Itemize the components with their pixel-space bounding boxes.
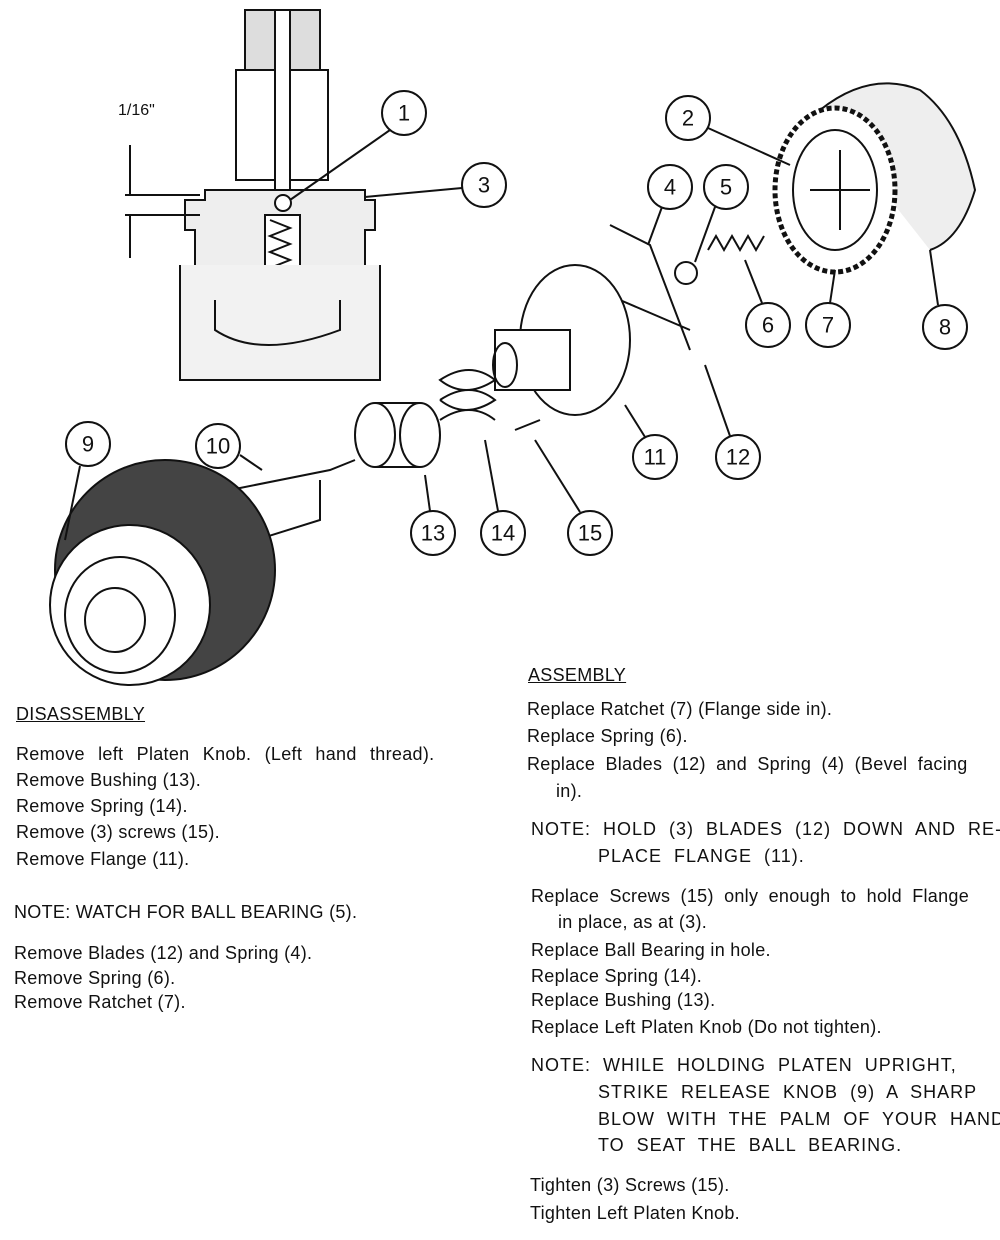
callout-12: 12: [704, 364, 761, 480]
svg-text:13: 13: [421, 521, 445, 546]
callout-14: 14: [480, 439, 526, 556]
assembly-heading: ASSEMBLY: [528, 665, 627, 685]
svg-text:4: 4: [664, 175, 676, 200]
assembly-step: Tighten Left Platen Knob.: [530, 1203, 740, 1223]
callout-1: 1: [289, 90, 427, 201]
disassembly-step: Remove Ratchet (7).: [14, 992, 186, 1012]
callout-13: 13: [410, 474, 456, 556]
svg-text:6: 6: [762, 313, 774, 338]
svg-text:3: 3: [478, 173, 490, 198]
platen-knob-drawing: [49, 459, 356, 686]
callout-4: 4: [647, 164, 693, 246]
svg-text:15: 15: [578, 521, 602, 546]
assembly-note: PLACE FLANGE (11).: [598, 846, 805, 866]
svg-text:14: 14: [491, 521, 515, 546]
disassembly-heading: DISASSEMBLY: [16, 704, 146, 724]
callout-10: 10: [195, 423, 263, 471]
svg-text:10: 10: [206, 434, 230, 459]
assembly-note: TO SEAT THE BALL BEARING.: [598, 1135, 903, 1155]
callout-6: 6: [744, 259, 791, 348]
assembly-note: NOTE: WHILE HOLDING PLATEN UPRIGHT,: [531, 1055, 957, 1075]
disassembly-step: Remove Spring (14).: [16, 796, 188, 816]
assembly-note: NOTE: HOLD (3) BLADES (12) DOWN AND RE-: [531, 819, 1000, 839]
disassembly-step: Remove Flange (11).: [16, 849, 190, 869]
callout-8: 8: [922, 249, 968, 350]
disassembly-step: Remove left Platen Knob. (Left hand thre…: [16, 744, 435, 764]
assembly-step: Replace Blades (12) and Spring (4) (Beve…: [527, 754, 968, 774]
svg-text:8: 8: [939, 315, 951, 340]
dimension-label: 1/16": [118, 102, 155, 119]
callout-3: 3: [364, 162, 507, 208]
svg-text:2: 2: [682, 106, 694, 131]
assembly-step: Replace Screws (15) only enough to hold …: [531, 886, 970, 906]
disassembly-note: NOTE: WATCH FOR BALL BEARING (5).: [14, 902, 358, 922]
callout-2: 2: [665, 95, 791, 166]
assembly-note: BLOW WITH THE PALM OF YOUR HAND: [598, 1109, 1000, 1129]
callout-7: 7: [805, 269, 851, 348]
svg-text:1: 1: [398, 101, 410, 126]
svg-text:11: 11: [644, 445, 667, 470]
assembly-step: Replace Spring (14).: [531, 966, 703, 986]
svg-text:9: 9: [82, 432, 94, 457]
flange-bushing-drawing: [354, 264, 631, 468]
assembly-step: in place, as at (3).: [558, 912, 708, 932]
callout-11: 11: [624, 404, 678, 480]
svg-text:5: 5: [720, 175, 732, 200]
svg-text:7: 7: [822, 313, 834, 338]
disassembly-step: Remove Blades (12) and Spring (4).: [14, 943, 313, 963]
assembly-step: Replace Ball Bearing in hole.: [531, 940, 771, 960]
assembly-step: Tighten (3) Screws (15).: [530, 1175, 730, 1195]
callout-9: 9: [64, 421, 111, 541]
callout-15: 15: [534, 439, 613, 556]
exploded-diagram: 1/16" 1 2 3 4 5 6 7 8 9 10 11 12 13 14 1…: [49, 9, 977, 686]
assembly-note: STRIKE RELEASE KNOB (9) A SHARP: [598, 1082, 978, 1102]
disassembly-step: Remove Bushing (13).: [16, 770, 202, 790]
disassembly-step: Remove (3) screws (15).: [16, 822, 220, 842]
assembly-step: Replace Left Platen Knob (Do not tighten…: [531, 1017, 882, 1037]
assembly-step: Replace Bushing (13).: [531, 990, 716, 1010]
disassembly-step: Remove Spring (6).: [14, 968, 176, 988]
assembly-step: Replace Ratchet (7) (Flange side in).: [527, 699, 833, 719]
cross-section-drawing: [125, 9, 381, 381]
ratchet-housing-drawing: [609, 82, 977, 351]
svg-text:12: 12: [726, 445, 750, 470]
callouts: 1 2 3 4 5 6 7 8 9 10 11 12 13 14 15: [64, 90, 968, 556]
callout-5: 5: [694, 164, 749, 263]
assembly-step: Replace Spring (6).: [527, 726, 688, 746]
assembly-step: in).: [556, 781, 583, 801]
